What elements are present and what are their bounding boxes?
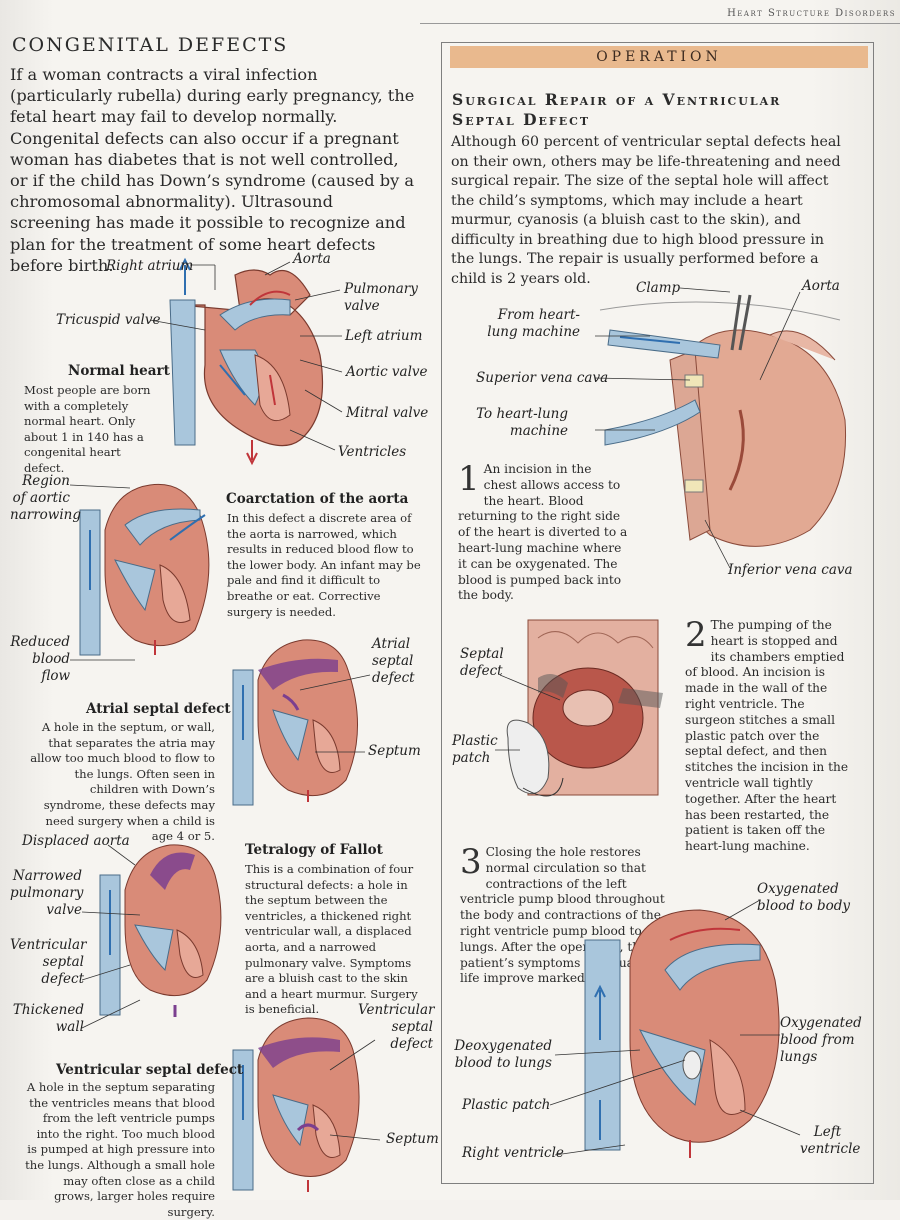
- label-plastic-patch-fig3: Plastic patch: [462, 1097, 550, 1114]
- label-from-heart-lung-machine: From heart-lung machine: [480, 307, 580, 341]
- label-oxygenated-blood-from-lungs: Oxygenated blood from lungs: [780, 1015, 862, 1066]
- label-aorta-op: Aorta: [802, 278, 840, 295]
- step-2: 2 The pumping of the heart is stopped an…: [685, 618, 855, 855]
- vsd-title: Ventricular septal defect: [56, 1062, 243, 1078]
- label-clamp: Clamp: [636, 280, 680, 297]
- label-superior-vena-cava: Superior vena cava: [476, 370, 608, 387]
- step-1-text: An incision in the chest allows access t…: [458, 462, 627, 602]
- step-1: 1 An incision in the chest allows access…: [458, 462, 628, 604]
- fig2-leader-lines: [440, 600, 640, 800]
- label-septal-defect: Septal defect: [460, 646, 505, 680]
- step-1-number: 1: [458, 464, 480, 494]
- vsd-caption: A hole in the septum separating the vent…: [25, 1080, 215, 1220]
- label-right-ventricle: Right ventricle: [462, 1145, 564, 1162]
- label-vsd: Ventricular septal defect: [358, 1002, 433, 1053]
- label-to-heart-lung-machine: To heart-lung machine: [470, 406, 568, 440]
- label-deoxygenated-blood-to-lungs: Deoxygenated blood to lungs: [452, 1038, 552, 1072]
- step-2-text: The pumping of the heart is stopped and …: [685, 618, 848, 853]
- label-inferior-vena-cava: Inferior vena cava: [728, 562, 853, 579]
- step-2-number: 2: [685, 620, 707, 650]
- label-left-ventricle: Left ventricle: [800, 1124, 855, 1158]
- label-septum-vsd: Septum: [386, 1131, 439, 1148]
- label-plastic-patch: Plastic patch: [452, 733, 497, 767]
- label-oxygenated-blood-to-body: Oxygenated blood to body: [757, 881, 857, 915]
